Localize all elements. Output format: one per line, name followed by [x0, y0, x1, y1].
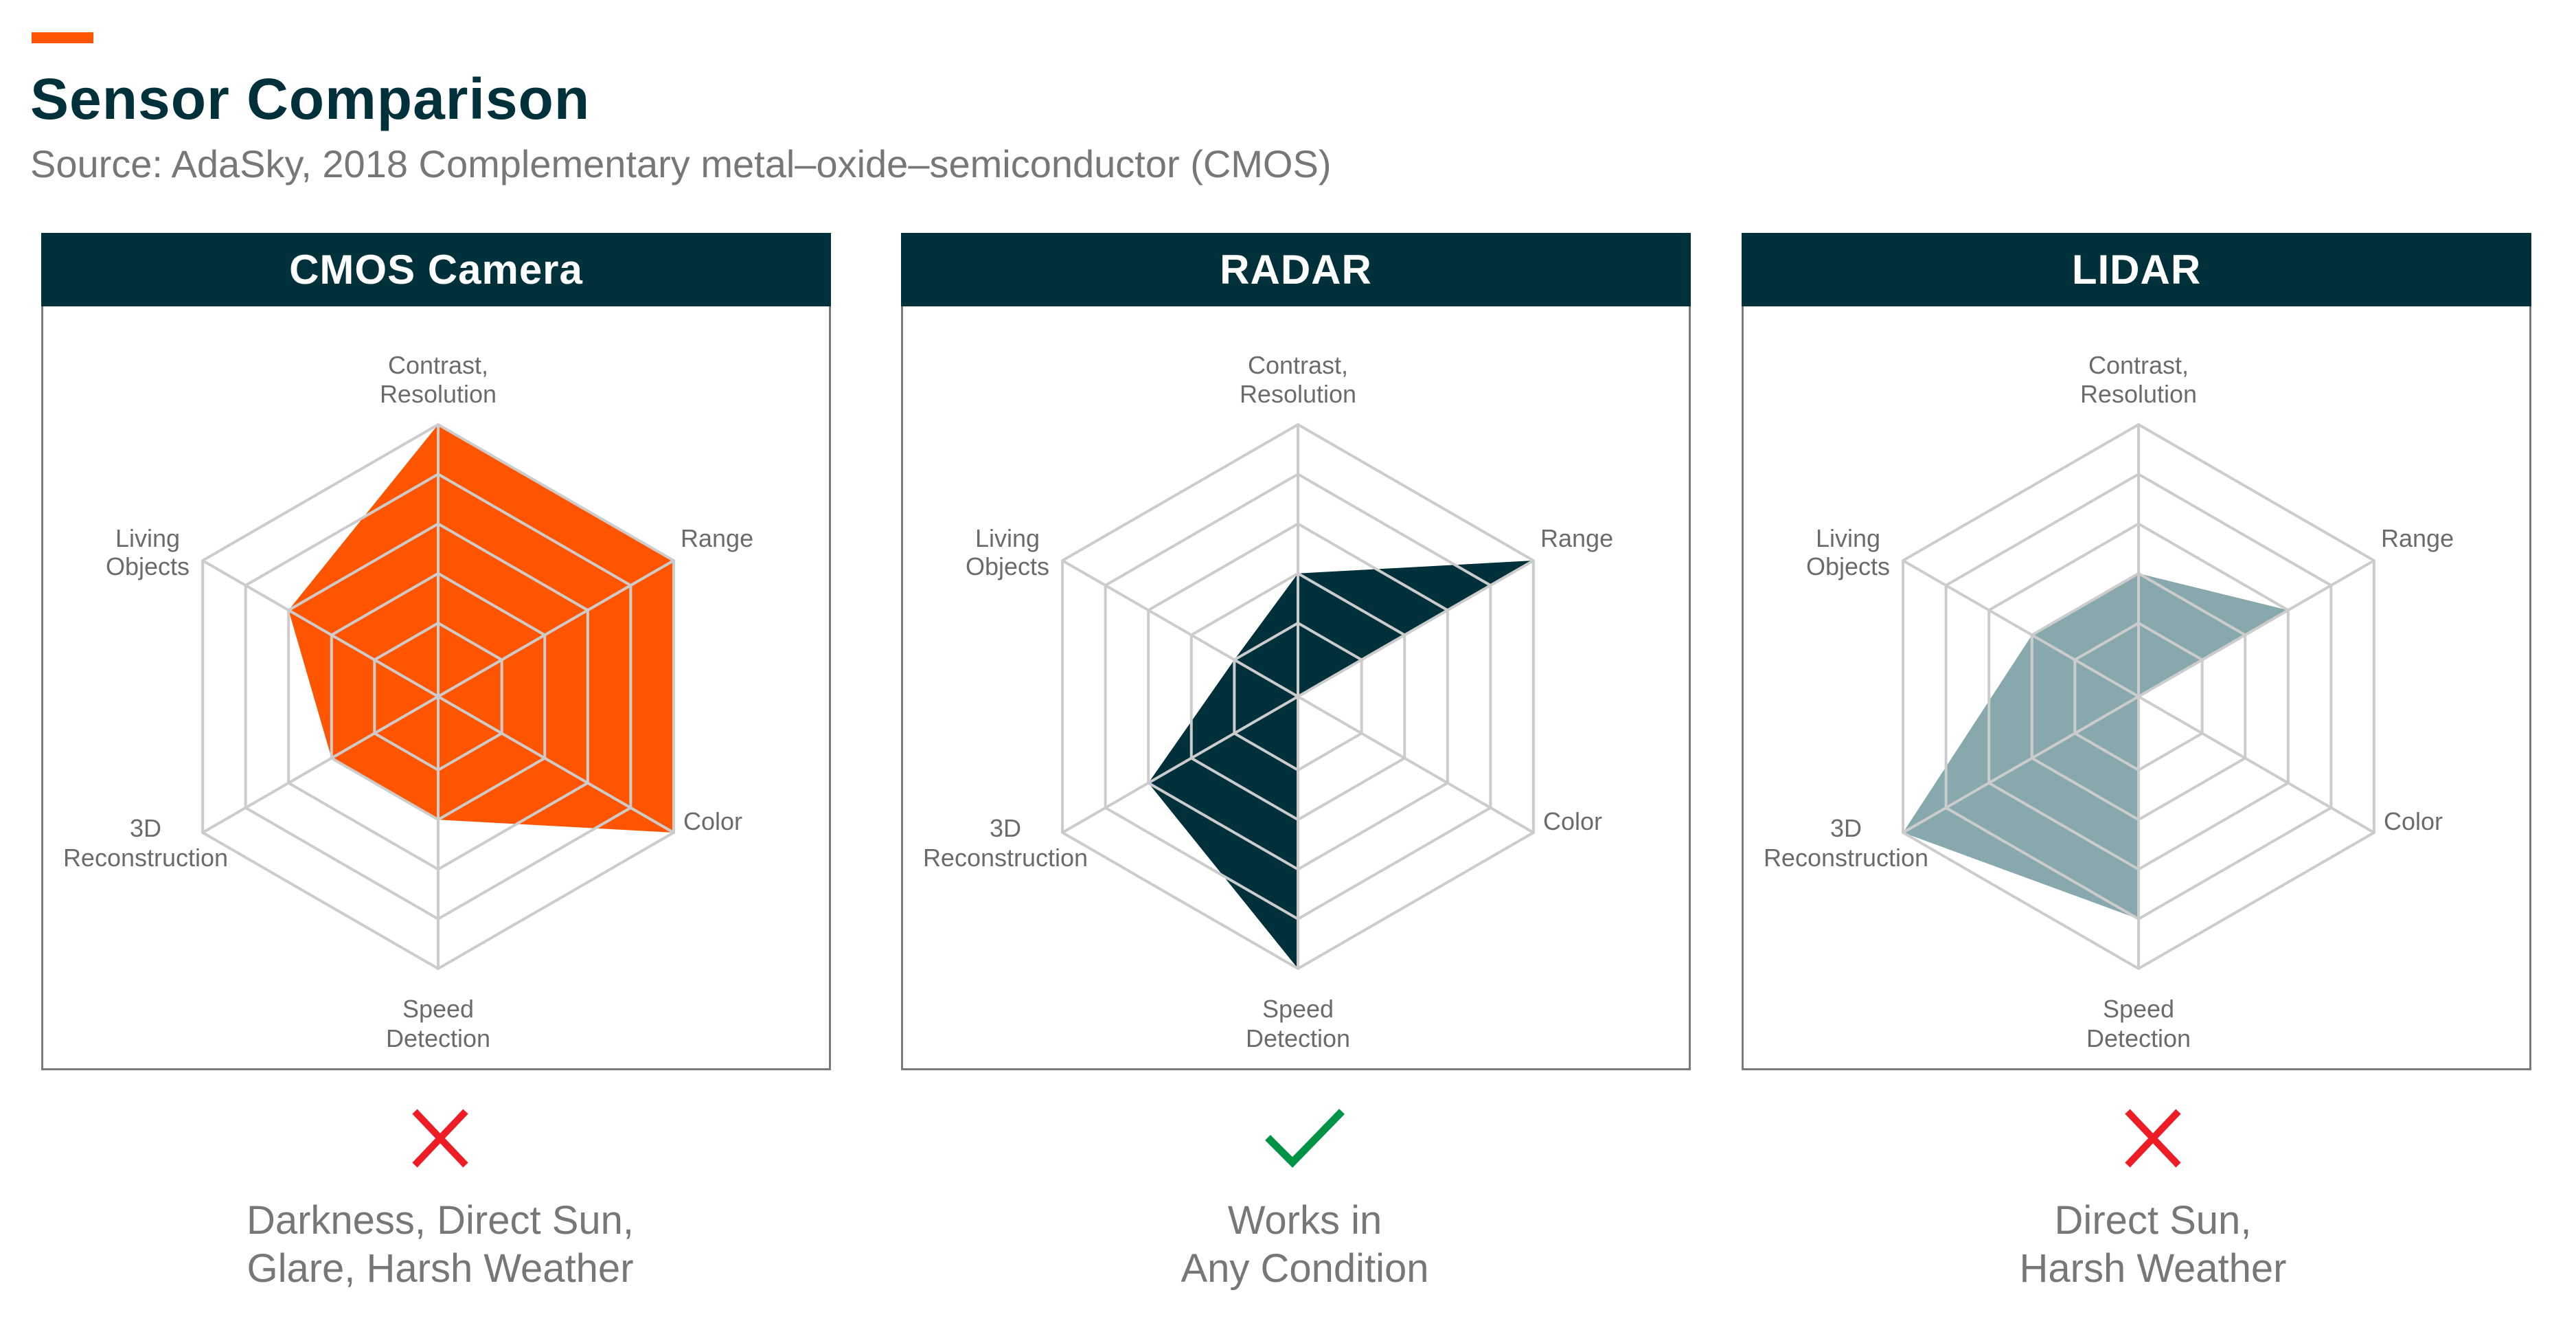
axis-label: Reconstruction: [923, 844, 1088, 872]
axis-label: Resolution: [380, 380, 497, 408]
panel-title: LIDAR: [1742, 233, 2531, 306]
radar-chart-radar: Contrast,ResolutionRangeColorSpeedDetect…: [923, 351, 1613, 1052]
page-subtitle: Source: AdaSky, 2018 Complementary metal…: [30, 142, 1332, 185]
axis-label: Range: [2381, 524, 2454, 552]
axis-label: Resolution: [1240, 380, 1356, 408]
axis-label: Living: [1816, 524, 1880, 552]
axis-spoke: [437, 695, 674, 834]
axis-label: Range: [681, 524, 753, 552]
axis-label: Detection: [386, 1024, 490, 1052]
axis-spoke: [202, 695, 439, 834]
axis-spoke: [437, 559, 674, 698]
axis-label: Contrast,: [388, 351, 488, 379]
axis-label: 3D: [130, 814, 161, 842]
verdict-cmos: Darkness, Direct Sun, Glare, Harsh Weath…: [45, 1107, 835, 1293]
verdict-lidar: Direct Sun, Harsh Weather: [1758, 1107, 2548, 1293]
verdict-line: Works in: [1227, 1198, 1382, 1243]
axis-label: Color: [2384, 807, 2443, 835]
axis-label: Objects: [966, 552, 1049, 580]
axis-label: Resolution: [2080, 380, 2197, 408]
axis-label: Speed: [2103, 995, 2174, 1023]
axis-spoke: [1902, 559, 2139, 698]
axis-label: Color: [683, 807, 742, 835]
data-area: [1148, 561, 1534, 969]
cross-icon: [2125, 1109, 2181, 1168]
axis-label: Color: [1543, 807, 1602, 835]
axis-label: Speed: [402, 995, 474, 1023]
page-title: Sensor Comparison: [30, 67, 591, 131]
panel-title: RADAR: [901, 233, 1691, 306]
axis-label: 3D: [1830, 814, 1862, 842]
radar-chart-lidar: Contrast,ResolutionRangeColorSpeedDetect…: [1764, 351, 2454, 1052]
axis-spoke: [2137, 695, 2375, 834]
axis-label: Reconstruction: [1764, 844, 1928, 872]
axis-spoke: [1297, 559, 1534, 698]
axis-spoke: [1062, 559, 1299, 698]
axis-label: Contrast,: [1248, 351, 1348, 379]
axis-spoke: [2137, 559, 2375, 698]
cross-icon: [412, 1109, 468, 1168]
axis-label: Detection: [2086, 1024, 2191, 1052]
accent-bar: [32, 32, 93, 43]
check-icon: [1265, 1109, 1345, 1168]
data-area: [288, 425, 674, 833]
axis-label: 3D: [990, 814, 1021, 842]
verdict-line: Any Condition: [1181, 1246, 1429, 1291]
axis-label: Objects: [106, 552, 190, 580]
verdict-line: Direct Sun,: [2054, 1198, 2252, 1243]
axis-label: Range: [1540, 524, 1613, 552]
verdict-radar: Works in Any Condition: [910, 1107, 1700, 1293]
axis-label: Living: [115, 524, 180, 552]
axis-label: Detection: [1246, 1024, 1350, 1052]
axis-spoke: [1902, 695, 2139, 834]
verdict-line: Glare, Harsh Weather: [247, 1246, 634, 1291]
axis-label: Contrast,: [2088, 351, 2189, 379]
verdict-line: Darkness, Direct Sun,: [246, 1198, 635, 1243]
axis-label: Reconstruction: [63, 844, 228, 872]
panel-title: CMOS Camera: [41, 233, 831, 306]
axis-label: Living: [975, 524, 1040, 552]
axis-spoke: [1297, 695, 1534, 834]
verdict-line: Harsh Weather: [2019, 1246, 2287, 1291]
axis-label: Speed: [1262, 995, 1334, 1023]
axis-spoke: [202, 559, 439, 698]
axis-spoke: [1062, 695, 1299, 834]
radar-chart-cmos: Contrast,ResolutionRangeColorSpeedDetect…: [63, 351, 753, 1052]
axis-label: Objects: [1806, 552, 1890, 580]
